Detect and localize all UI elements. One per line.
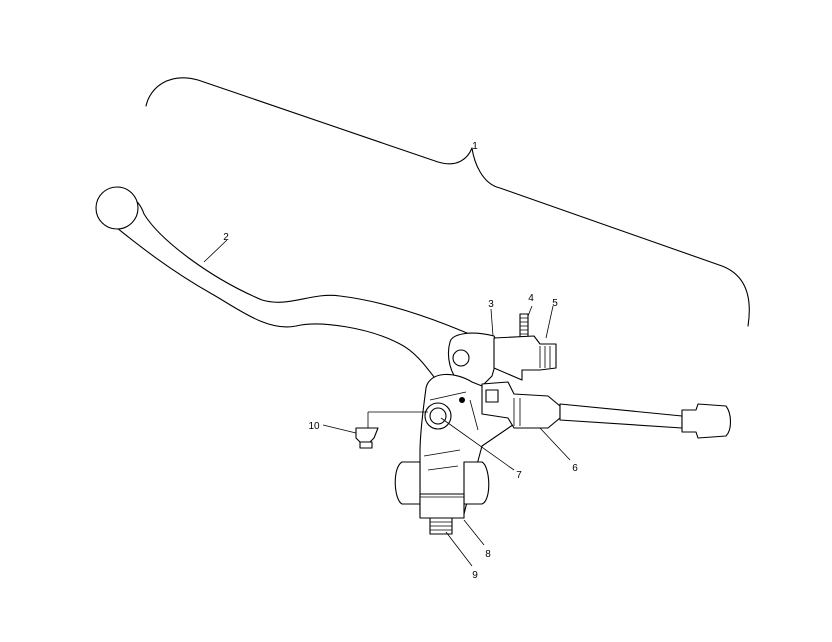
callout-2: 2 (223, 232, 229, 243)
lever-pivot-hole (452, 349, 470, 367)
assembly-brace (145, 77, 750, 327)
callout-8: 8 (485, 549, 491, 560)
pivot-nut (355, 427, 379, 443)
callout-1: 1 (472, 141, 478, 152)
callout-5: 5 (552, 298, 558, 309)
control-cable (559, 403, 683, 429)
callout-3: 3 (488, 299, 494, 310)
callout-4: 4 (528, 293, 534, 304)
handlebar-tube (394, 461, 421, 505)
adjuster-knob (493, 335, 557, 381)
callout-9: 9 (472, 570, 478, 581)
lower-clamp (419, 493, 465, 519)
pivot-bolt-inner (429, 407, 447, 425)
lever-pivot-bracket (447, 332, 501, 389)
callout-10: 10 (308, 421, 320, 432)
callout-6: 6 (572, 463, 578, 474)
lever-ball-end (95, 186, 139, 230)
lever-blade (107, 192, 493, 393)
cable-end-fitting (681, 403, 732, 439)
callout-7: 7 (516, 470, 522, 481)
